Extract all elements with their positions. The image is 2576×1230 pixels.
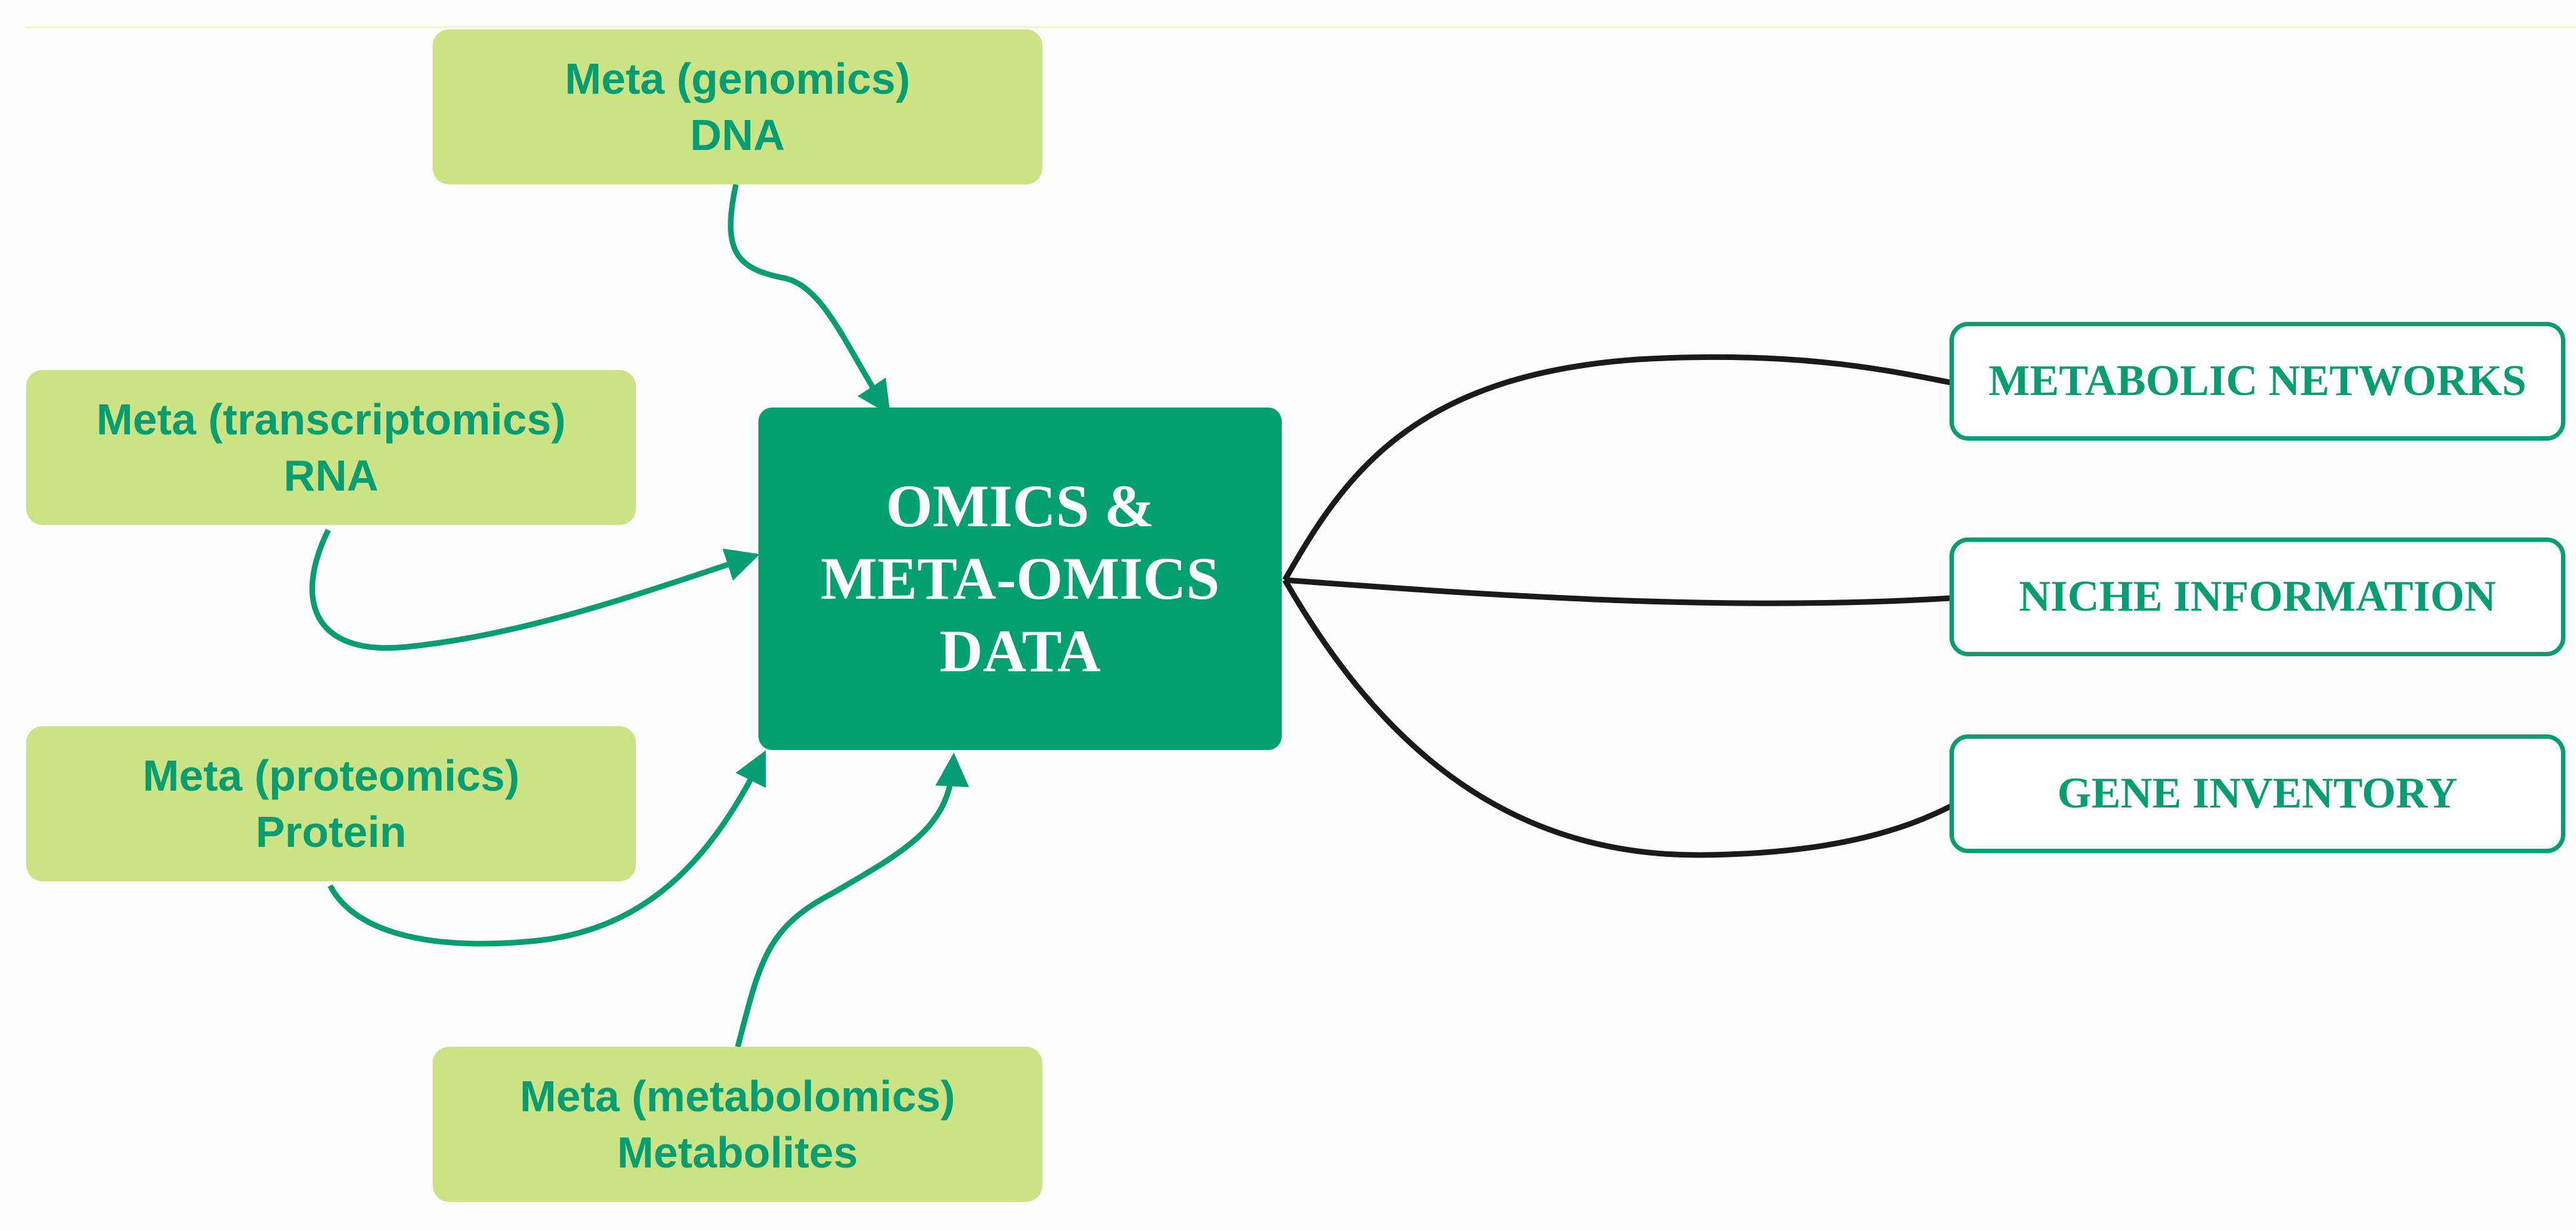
source-metabolomics-subtitle: Metabolites [616,1128,858,1177]
source-genomics-box: Meta (genomics) DNA [433,29,1042,184]
connector-to-gene-inventory [1282,578,1953,858]
connector-to-niche-information [1284,577,1951,606]
arrow-protein-to-omics [327,750,766,947]
output-niche-information-box: NICHE INFORMATION [1950,538,2565,656]
output-metabolic-networks-label: METABOLIC NETWORKS [1988,357,2527,405]
source-transcriptomics-subtitle: RNA [283,451,379,500]
source-transcriptomics-box: Meta (transcriptomics) RNA [26,370,636,525]
output-gene-inventory-label: GENE INVENTORY [2057,769,2458,818]
top-border-line [25,26,2576,28]
arrow-dna-to-omics [728,184,890,416]
source-proteomics-subtitle: Protein [255,808,407,856]
arrow-metabolites-to-omics [735,752,969,1048]
arrow-rna-to-omics [309,529,760,651]
center-line-1: OMICS & [885,472,1155,539]
source-genomics-title: Meta (genomics) [565,54,910,103]
source-metabolomics-title: Meta (metabolomics) [520,1072,955,1121]
source-proteomics-title: Meta (proteomics) [143,751,520,800]
source-metabolomics-box: Meta (metabolomics) Metabolites [433,1047,1042,1202]
source-transcriptomics-title: Meta (transcriptomics) [96,395,566,444]
output-gene-inventory-box: GENE INVENTORY [1950,734,2565,853]
output-niche-information-label: NICHE INFORMATION [2019,572,2496,621]
center-line-3: DATA [939,618,1101,684]
source-proteomics-box: Meta (proteomics) Protein [26,726,636,881]
connector-to-metabolic-networks [1282,354,1951,582]
center-line-2: META-OMICS [820,545,1220,612]
source-genomics-subtitle: DNA [690,111,785,159]
output-metabolic-networks-box: METABOLIC NETWORKS [1950,322,2565,441]
omics-center-box: OMICS & META-OMICS DATA [758,408,1282,750]
